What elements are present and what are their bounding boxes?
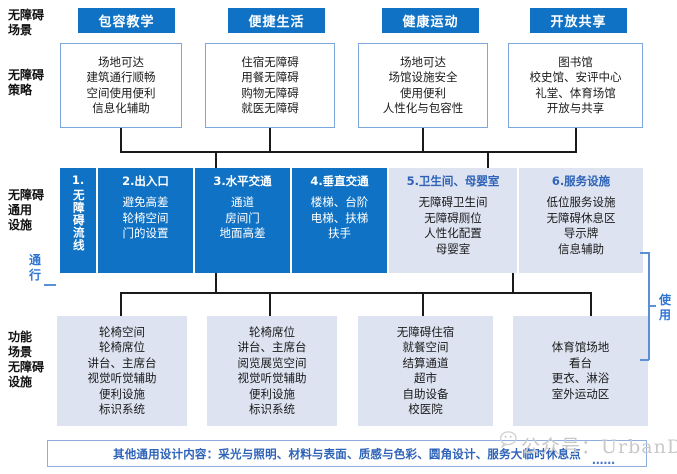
use-bracket-mid	[648, 305, 656, 307]
scene-chip-1[interactable]: 包容教学	[78, 8, 175, 33]
facility-cell-4-body: 楼梯、台阶 电梯、扶梯 扶手	[310, 195, 369, 240]
footer-ellipsis: ……	[592, 453, 615, 467]
pass-bracket	[44, 284, 56, 286]
strategy-box-3[interactable]: 场地可达 场馆设施安全 使用便利 人性化与包容性	[358, 43, 488, 128]
connector-bus-lower	[120, 292, 592, 294]
facility-cell-4[interactable]: 4.垂直交通 楼梯、台阶 电梯、扶梯 扶手	[292, 168, 387, 273]
connector-bus-drop-1	[215, 151, 217, 170]
facility-cell-6[interactable]: 6.服务设施 低位服务设施 无障碍休息区 导示牌 信息辅助	[519, 168, 643, 273]
strategy-box-2[interactable]: 住宿无障碍 用餐无障碍 购物无障碍 就医无障碍	[205, 43, 335, 128]
connector-band-drop-1	[215, 273, 217, 294]
connector-strategy-4	[575, 128, 577, 153]
row-label-universal: 无障碍 通用 设施	[8, 188, 45, 232]
use-bracket-bottom	[640, 359, 649, 361]
scene-chip-2[interactable]: 便捷生活	[228, 8, 325, 33]
strategy-box-4[interactable]: 图书馆 校史馆、安评中心 礼堂、体育场馆 开放与共享	[508, 43, 643, 128]
footer-note[interactable]: 其他通用设计内容：采光与照明、材料与表面、质感与色彩、圆角设计、服务大临时休息点	[47, 440, 647, 467]
facility-cell-6-title: 6.服务设施	[551, 174, 611, 188]
facility-cell-2[interactable]: 2.出入口 避免高差 轮椅空间 门的设置	[98, 168, 193, 273]
facility-cell-1-number: 1.	[71, 173, 85, 187]
side-label-use: 使 用	[658, 293, 671, 322]
facility-cell-5-body: 无障碍卫生间 无障碍厕位 人性化配置 母婴室	[418, 195, 488, 256]
scene-chip-3[interactable]: 健康运动	[382, 8, 479, 33]
facility-cell-6-body: 低位服务设施 无障碍休息区 导示牌 信息辅助	[546, 195, 616, 256]
facility-cell-3-title: 3.水平交通	[213, 174, 272, 188]
row-label-strategy: 无障碍 策略	[8, 68, 45, 97]
facility-cell-3[interactable]: 3.水平交通 通道 房间门 地面高差	[195, 168, 290, 273]
connector-function-3	[422, 292, 424, 316]
strategy-box-1[interactable]: 场地可达 建筑通行顺畅 空间使用便利 信息化辅助	[60, 43, 182, 128]
connector-bus-drop-2	[487, 151, 489, 170]
connector-strategy-3	[422, 128, 424, 153]
connector-function-2	[269, 292, 271, 316]
connector-bus-upper	[120, 151, 577, 153]
function-box-3[interactable]: 无障碍住宿 就餐空间 结算通道 超市 自助设备 校医院	[358, 316, 493, 426]
function-box-2[interactable]: 轮椅席位 讲台、主席台 阅览展览空间 视觉听觉辅助 便利设施 标识系统	[207, 316, 337, 426]
scene-chip-4[interactable]: 开放共享	[530, 8, 627, 33]
connector-strategy-2	[269, 128, 271, 153]
facility-cell-1[interactable]: 1. 无障碍流线	[60, 168, 96, 273]
facility-cell-1-title: 无障碍流线	[71, 189, 86, 252]
use-bracket-top	[640, 252, 649, 254]
connector-strategy-1	[120, 128, 122, 153]
footer-note-text: 其他通用设计内容：采光与照明、材料与表面、质感与色彩、圆角设计、服务大临时休息点	[113, 446, 581, 461]
connector-function-1	[120, 292, 122, 316]
facility-cell-2-title: 2.出入口	[122, 174, 169, 188]
side-label-pass: 通 行	[28, 253, 41, 282]
row-label-scene: 无障碍 场景	[8, 8, 45, 37]
function-box-4[interactable]: 体育馆场地 看台 更衣、淋浴 室外运动区	[513, 316, 648, 426]
facility-cell-3-body: 通道 房间门 地面高差	[219, 195, 266, 240]
connector-band-drop-2	[512, 273, 514, 294]
facility-cell-5[interactable]: 5.卫生间、母婴室 无障碍卫生间 无障碍厕位 人性化配置 母婴室	[389, 168, 517, 273]
facility-cell-5-title: 5.卫生间、母婴室	[406, 174, 500, 188]
facility-cell-4-title: 4.垂直交通	[310, 174, 369, 188]
facility-cell-2-body: 避免高差 轮椅空间 门的设置	[122, 195, 169, 240]
connector-function-4	[590, 292, 592, 316]
row-label-function: 功能 场景 无障碍 设施	[8, 330, 45, 389]
function-box-1[interactable]: 轮椅空间 轮椅席位 讲台、主席台 视觉听觉辅助 便利设施 标识系统	[57, 316, 187, 426]
